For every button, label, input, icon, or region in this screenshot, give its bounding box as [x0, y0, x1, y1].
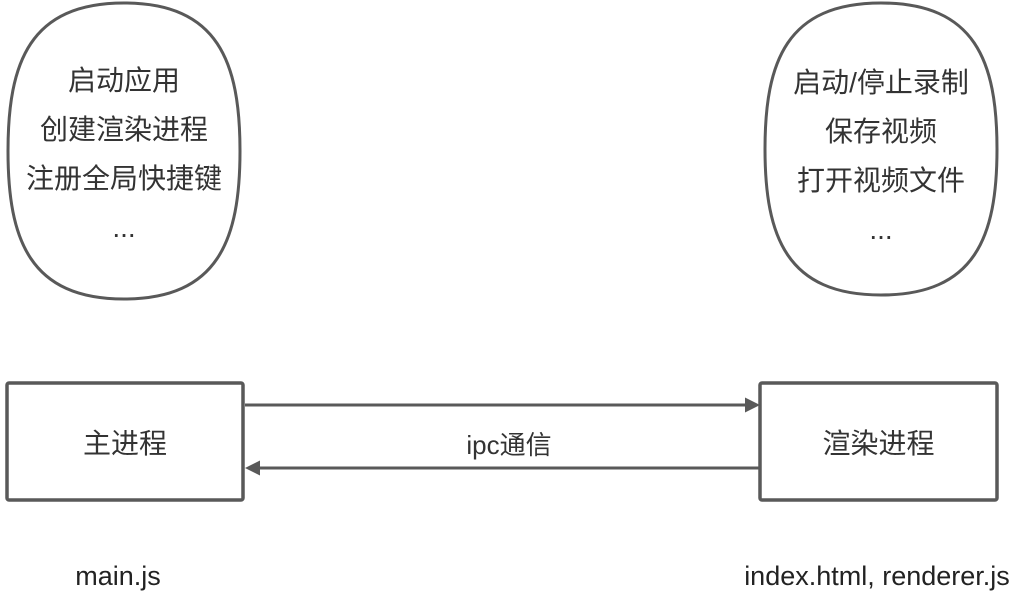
ipc-communication-label: ipc通信	[466, 430, 552, 460]
task-item: 打开视频文件	[796, 165, 965, 196]
main-file-label: main.js	[75, 561, 161, 591]
arrow-main-to-renderer-icon	[245, 397, 760, 413]
task-item-ellipsis: ...	[112, 212, 136, 243]
task-item: 保存视频	[824, 116, 937, 147]
main-process-tasks-blob	[6, 1, 242, 301]
arrow-renderer-to-main-icon	[245, 460, 759, 476]
renderer-file-label: index.html, renderer.js	[744, 561, 1010, 591]
task-item: 启动/停止录制	[793, 67, 969, 98]
renderer-process-tasks-blob	[763, 1, 999, 297]
task-item: 启动应用	[67, 65, 180, 96]
task-item: 注册全局快捷键	[25, 163, 222, 194]
renderer-process-box	[758, 381, 999, 502]
main-process-task-list: 启动应用 创建渲染进程 注册全局快捷键 ...	[8, 56, 240, 252]
main-process-box	[5, 381, 245, 502]
renderer-process-task-list: 启动/停止录制 保存视频 打开视频文件 ...	[765, 58, 997, 254]
task-item-ellipsis: ...	[869, 214, 893, 245]
task-item: 创建渲染进程	[39, 114, 208, 145]
main-process-label: 主进程	[82, 427, 167, 459]
renderer-process-label: 渲染进程	[822, 427, 935, 459]
